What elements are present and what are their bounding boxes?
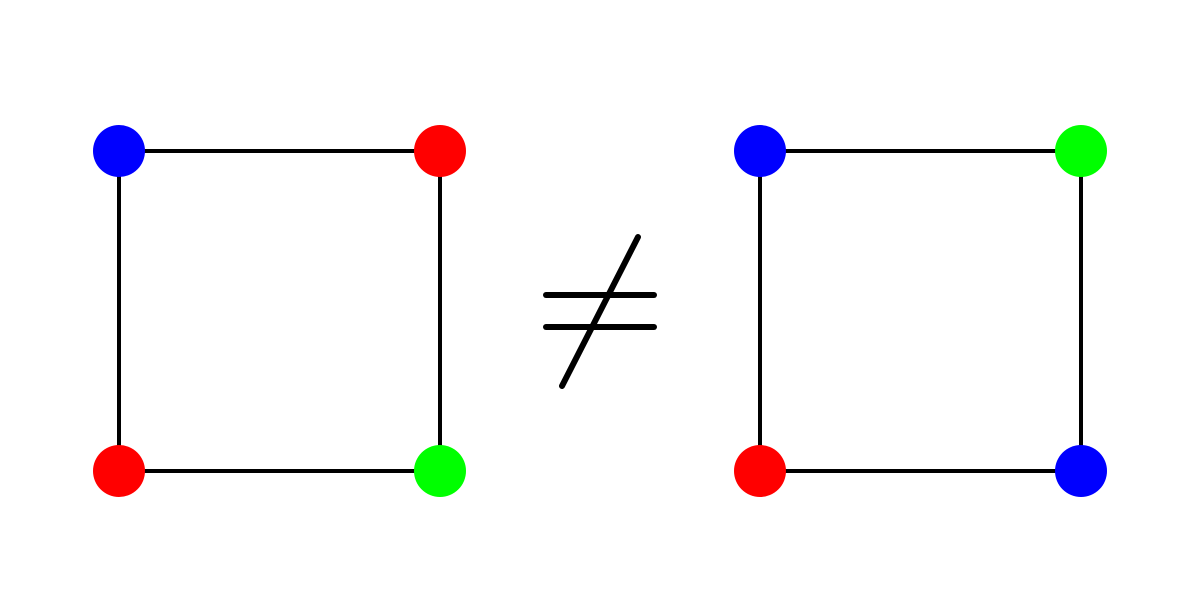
node-bottom-left (734, 445, 786, 497)
left-graph (93, 125, 466, 497)
node-top-left (93, 125, 145, 177)
right-graph (734, 125, 1107, 497)
node-top-right (1055, 125, 1107, 177)
node-top-left (734, 125, 786, 177)
node-bottom-left (93, 445, 145, 497)
node-bottom-right (1055, 445, 1107, 497)
not-equal-slash (559, 234, 641, 389)
node-top-right (414, 125, 466, 177)
not-equal-sign (543, 234, 657, 389)
node-bottom-right (414, 445, 466, 497)
